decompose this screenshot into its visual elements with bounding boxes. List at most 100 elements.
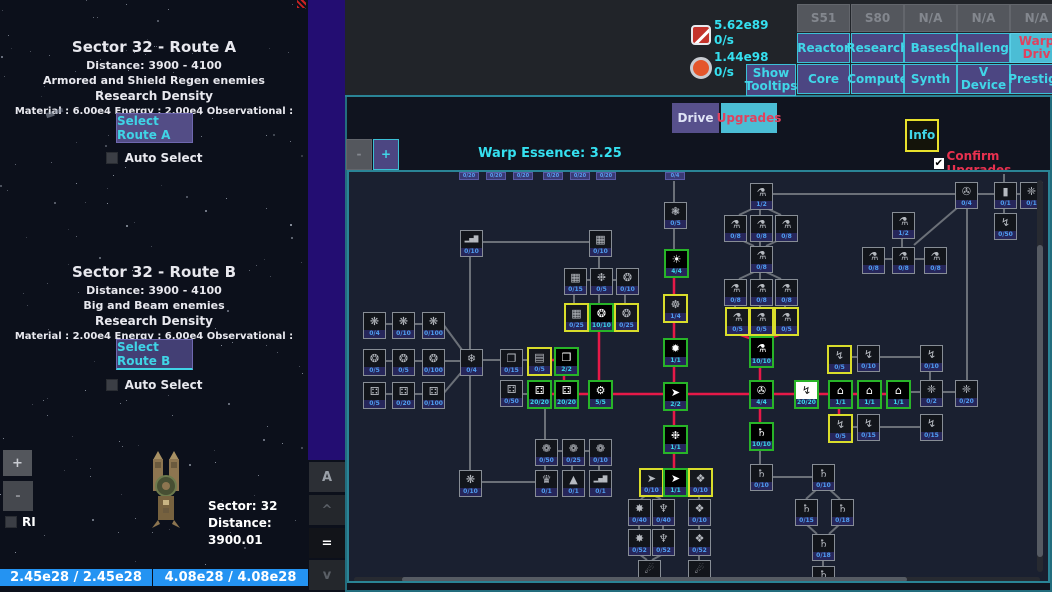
upgrade-tile-starburst[interactable]: ✹1/1 [663,338,688,367]
upgrade-tile-flask[interactable]: ⚗0/8 [862,247,885,274]
upgrade-tile-flask[interactable]: ⚗0/8 [924,247,947,274]
tab-drive[interactable]: Drive [672,103,719,133]
nav-reactor[interactable]: Reactor [797,33,850,63]
ri-checkbox[interactable] [5,516,17,528]
upgrade-tile-missile[interactable]: ➤1/1 [663,468,688,497]
upgrade-tile-gear[interactable]: ⚙5/5 [588,380,613,409]
upgrade-tile-explosion[interactable]: ✸0/40 [628,499,651,526]
upgrade-tile-splash[interactable]: ♆0/52 [652,529,675,556]
slot-n-a[interactable]: N/A [904,4,957,32]
upgrade-tile-explosion[interactable]: ✸0/52 [628,529,651,556]
upgrade-tile-splash[interactable]: ♆0/40 [652,499,675,526]
nav-challenge[interactable]: Challenge [950,33,1017,63]
info-button[interactable]: Info [905,119,939,152]
upgrade-tile-flask[interactable]: ⚗0/5 [725,307,750,336]
upgrade-tile-lightning[interactable]: ↯0/15 [857,414,880,441]
upgrade-tile-mountain[interactable]: ▲0/1 [562,470,585,497]
upgrade-tile-octopus[interactable]: ❉0/5 [590,268,613,295]
nav-bases[interactable]: Bases [904,33,957,63]
upgrade-tile-galaxy[interactable]: ❂0/10 [616,268,639,295]
upgrade-tile-shield[interactable]: ❖0/10 [688,468,713,497]
upgrade-tile-lightning[interactable]: ↯0/5 [828,414,853,443]
upgrade-tile-flask[interactable]: ⚗0/8 [750,215,773,242]
upgrade-tile-shield[interactable]: ❖0/52 [688,529,711,556]
upgrade-tile-missile[interactable]: ➤2/2 [663,382,688,411]
upgrade-tile-partial[interactable]: 0/4 [665,172,685,180]
zoom-in-button[interactable]: + [3,450,32,476]
upgrade-tile-partial[interactable]: 0/20 [486,172,506,180]
upgrade-tile-partial[interactable]: 0/20 [596,172,616,180]
nav-synth[interactable]: Synth [904,64,957,94]
divider-scroll-up-button[interactable]: ^ [309,495,345,525]
upgrade-tile-swirl[interactable]: ❂0/100 [422,349,445,376]
upgrade-tile-partial[interactable]: 0/20 [459,172,479,180]
upgrade-tile-flask[interactable]: ⚗0/8 [775,215,798,242]
upgrade-tile-trophy[interactable]: ♛0/1 [535,470,558,497]
upgrade-tile-flask[interactable]: ⚗1/2 [750,183,773,210]
upgrade-tile-galaxy[interactable]: ❋0/4 [363,312,386,339]
upgrade-tile-gear-galaxy[interactable]: ❁0/25 [562,439,585,466]
upgrade-tile-cargo[interactable]: ▤0/5 [527,347,552,376]
route-b-auto-select-checkbox[interactable] [105,379,118,391]
nav-warp-driv[interactable]: Warp Driv [1010,33,1052,63]
upgrade-tile-partial[interactable]: 0/20 [543,172,563,180]
upgrade-tile-lightning[interactable]: ↯0/10 [857,345,880,372]
slot-n-a[interactable]: N/A [957,4,1010,32]
upgrade-tile-flask[interactable]: ⚗0/5 [749,307,774,336]
upgrade-tile-saturn[interactable]: ♄0/18 [812,534,835,561]
upgrade-tile-shield[interactable]: ❖0/10 [688,499,711,526]
upgrade-tile-flask[interactable]: ⚗0/8 [724,279,747,306]
divider-a-button[interactable]: A [309,462,345,492]
upgrade-tile-factory[interactable]: ⌂1/1 [857,380,882,409]
upgrade-tile-flask[interactable]: ⚗0/8 [724,215,747,242]
upgrade-tile-flask[interactable]: ⚗0/8 [750,279,773,306]
upgrade-tile-dice[interactable]: ⚃0/5 [363,382,386,409]
upgrade-tile-galaxy[interactable]: ❋0/100 [422,312,445,339]
upgrade-tile-battery[interactable]: ▮0/1 [994,182,1017,209]
upgrade-tile-lightning[interactable]: ↯0/10 [920,345,943,372]
upgrade-tile-saturn[interactable]: ♄10/10 [749,422,774,451]
upgrade-tile-gear-galaxy[interactable]: ❁0/50 [535,439,558,466]
route-a-auto-select-checkbox[interactable] [105,152,118,164]
zoom-out-button[interactable]: - [3,481,33,511]
upgrade-tile-flask[interactable]: ⚗0/8 [750,246,773,273]
nav-v-device[interactable]: V Device [957,64,1010,94]
show-tooltips-button[interactable]: Show Tooltips [745,64,797,96]
nav-core[interactable]: Core [797,64,850,94]
upgrade-tile-flask[interactable]: ⚗0/5 [774,307,799,336]
upgrade-tile-circuit[interactable]: ▦0/10 [589,230,612,257]
divider-scroll-down-button[interactable]: v [309,560,345,590]
upgrade-tile-circuit[interactable]: ▦0/15 [564,268,587,295]
upgrade-tile-circuit[interactable]: ▦0/25 [564,303,589,332]
upgrade-tile-galaxy[interactable]: ❋0/10 [392,312,415,339]
upgrade-tile-factory[interactable]: ⌂1/1 [828,380,853,409]
upgrade-tile-saturn[interactable]: ♄0/18 [831,499,854,526]
upgrade-tile-gear-person[interactable]: ❃0/5 [664,202,687,229]
upgrade-tile-spike[interactable]: ❈0/20 [955,380,978,407]
upgrade-tile-saturn[interactable]: ♄0/10 [750,464,773,491]
upgrade-tile-battery[interactable]: ↯20/20 [794,380,819,409]
upgrade-tile-sun-figures[interactable]: ☀4/4 [664,249,689,278]
upgrade-tile-galaxy[interactable]: ❋0/10 [459,470,482,497]
upgrade-tile-chart[interactable]: ▂▅█0/10 [460,230,483,257]
tab-upgrades[interactable]: Upgrades [717,103,781,133]
upgrade-tile-claw[interactable]: ✇4/4 [749,380,774,409]
slot-s51[interactable]: S51 [797,4,850,32]
upgrade-tile-saturn[interactable]: ♄0/15 [795,499,818,526]
confirm-upgrades-checkbox[interactable]: ✔ [934,157,944,169]
upgrade-tile-missile[interactable]: ➤0/10 [639,468,664,497]
upgrade-tile-snowflake-hub[interactable]: ❄0/4 [460,349,483,376]
upgrade-tile-claw[interactable]: ✇0/4 [955,182,978,209]
horizontal-scrollbar-thumb[interactable] [402,577,907,581]
tree-zoom-in-button[interactable]: + [373,139,399,170]
select-route-a-button[interactable]: Select Route A [116,113,193,143]
upgrade-tile-flask[interactable]: ⚗0/8 [892,247,915,274]
nav-prestige[interactable]: Prestige [1008,64,1052,94]
upgrade-tile-dice[interactable]: ⚃20/20 [527,380,552,409]
upgrade-tile-octopus[interactable]: ❉1/1 [663,425,688,454]
upgrade-tile-crate[interactable]: ❒2/2 [554,347,579,376]
divider-center-button[interactable]: = [309,528,345,558]
slot-s80[interactable]: S80 [851,4,904,32]
upgrade-tile-dice[interactable]: ⚃0/50 [500,380,523,407]
nav-compute[interactable]: Compute [847,64,908,94]
